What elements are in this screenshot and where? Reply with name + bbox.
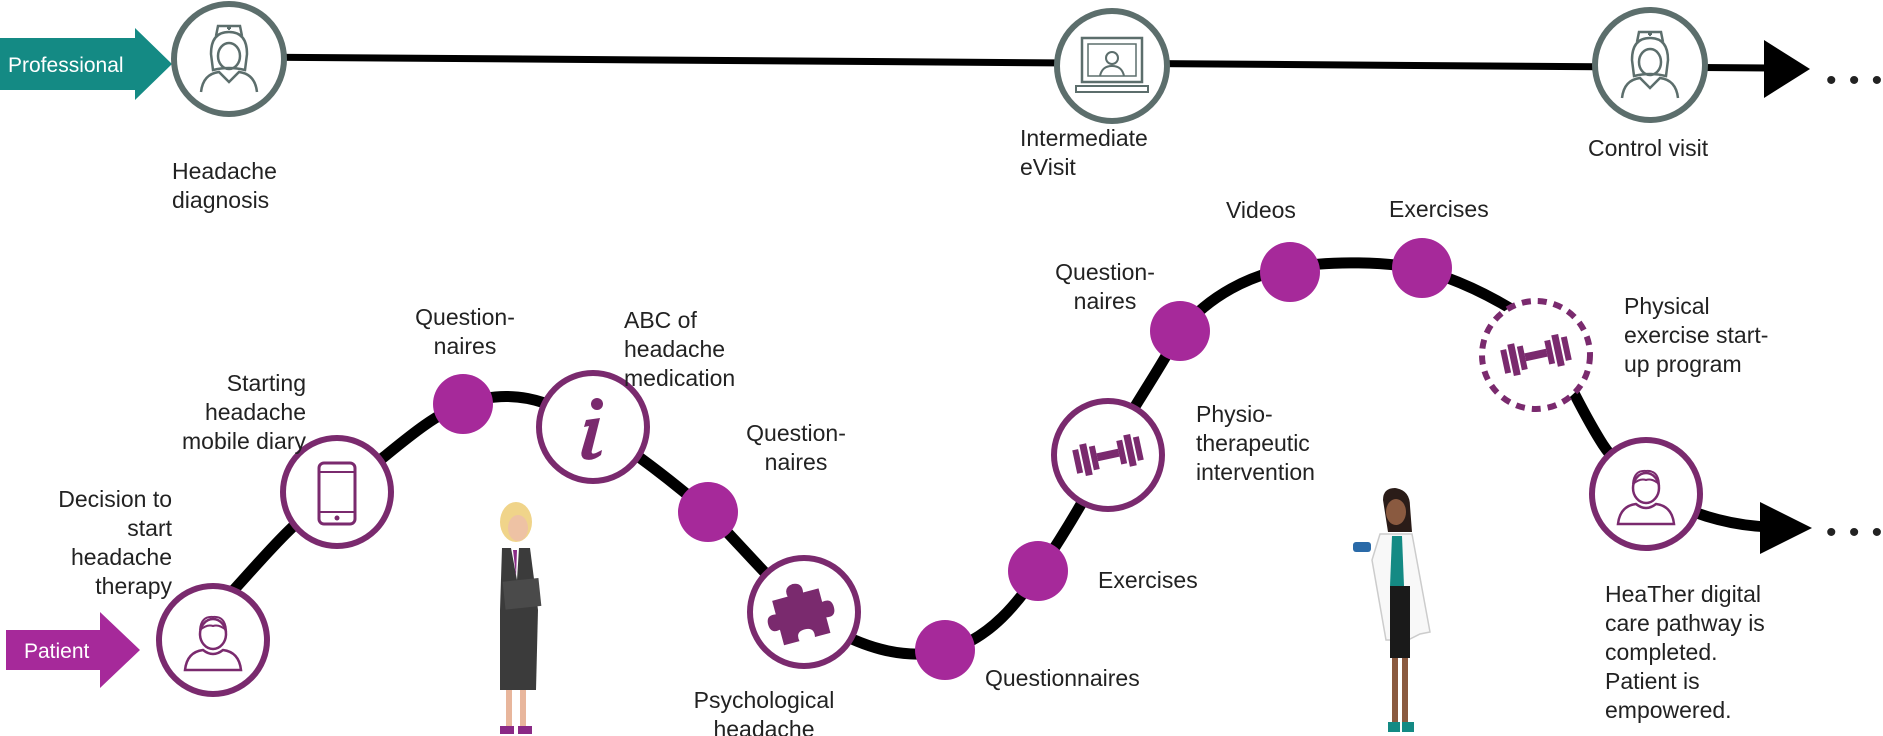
info-icon (581, 398, 603, 460)
exercises-dot (1008, 541, 1068, 601)
puzzle-icon (767, 583, 835, 646)
label-questionnaires-2: Question-naires (746, 420, 846, 475)
mobile-phone-icon (317, 461, 357, 526)
patient-continuation: • • • (1826, 516, 1883, 549)
patient-node-psychological (747, 555, 861, 669)
professional-timeline (239, 53, 1771, 72)
label-control-visit: Control visit (1588, 135, 1709, 161)
patient-node-mobile-diary (280, 435, 394, 549)
doctor-figure (1353, 488, 1431, 732)
patient-node-completed (1589, 437, 1703, 551)
label-videos: Videos (1226, 197, 1296, 223)
patient-node-decision (156, 583, 270, 697)
label-questionnaires-1: Question-naires (415, 304, 515, 359)
questionnaire-dot (433, 374, 493, 434)
videos-dot (1260, 242, 1320, 302)
businesswoman-figure (500, 502, 542, 734)
questionnaire-dot (1150, 301, 1210, 361)
professional-tag: Professional (0, 28, 172, 100)
svg-text:Patient: Patient (24, 640, 90, 663)
questionnaire-dot (915, 620, 975, 680)
svg-text:Professional: Professional (8, 54, 124, 77)
professional-arrowhead (1764, 40, 1810, 98)
patient-node-medication (536, 370, 650, 484)
patient-tag: Patient (6, 612, 140, 688)
nurse-node-control (1592, 7, 1708, 123)
exercises-dot (1392, 238, 1452, 298)
patient-node-physiotherapy (1051, 398, 1165, 512)
label-exercises-2: Exercises (1389, 196, 1489, 222)
label-questionnaires-4: Question-naires (1055, 259, 1155, 314)
evisit-node (1054, 8, 1170, 124)
patient-node-exercise-program (1479, 298, 1593, 412)
label-questionnaires-3: Questionnaires (985, 665, 1140, 691)
label-exercises-1: Exercises (1098, 567, 1198, 593)
questionnaire-dot (678, 482, 738, 542)
professional-continuation: • • • (1826, 64, 1883, 97)
patient-arrowhead (1760, 502, 1812, 554)
nurse-node-diagnosis (171, 1, 287, 117)
